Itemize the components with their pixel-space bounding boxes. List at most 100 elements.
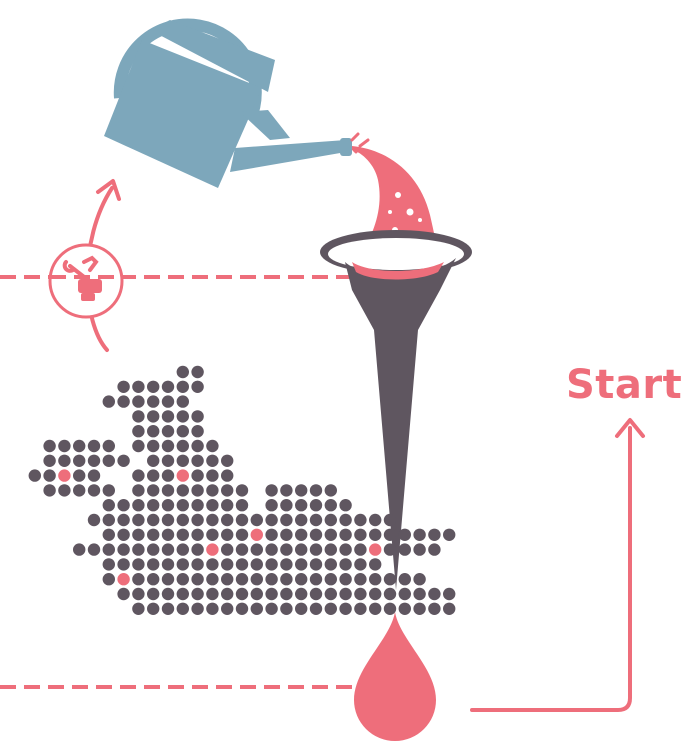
map-dot xyxy=(147,454,160,467)
map-dot xyxy=(221,602,234,615)
map-dot xyxy=(132,484,145,497)
map-dot xyxy=(324,499,337,512)
map-dot xyxy=(265,573,278,586)
water-splash xyxy=(350,132,370,154)
map-dot xyxy=(206,528,219,541)
map-dot xyxy=(295,499,308,512)
map-dot xyxy=(309,528,323,541)
map-dot xyxy=(309,573,323,586)
map-dot xyxy=(147,543,160,556)
map-dot xyxy=(369,528,382,541)
map-dot xyxy=(309,484,323,497)
map-dot xyxy=(147,528,160,541)
map-dot xyxy=(102,484,116,497)
map-dot xyxy=(132,587,145,601)
map-dot xyxy=(235,558,249,571)
start-arrow xyxy=(470,426,632,712)
map-dot xyxy=(132,602,145,615)
map-dot xyxy=(324,602,337,615)
map-dot xyxy=(176,365,189,379)
map-dot xyxy=(295,558,308,571)
map-dot xyxy=(383,602,397,615)
map-dot xyxy=(147,439,160,453)
map-dot xyxy=(354,513,367,527)
map-dot xyxy=(235,543,249,556)
map-dot xyxy=(176,543,189,556)
map-dot xyxy=(87,484,101,497)
map-dot xyxy=(161,425,175,438)
cycle-arrowhead xyxy=(96,179,121,201)
map-dot xyxy=(250,513,263,527)
map-dot xyxy=(383,543,397,556)
map-dot xyxy=(235,528,249,541)
map-dot xyxy=(102,454,116,467)
map-dot xyxy=(265,484,278,497)
map-dot xyxy=(132,558,145,571)
map-dot xyxy=(324,573,337,586)
map-dot xyxy=(398,602,411,615)
map-dot xyxy=(250,573,263,586)
map-dot xyxy=(147,558,160,571)
map-dot xyxy=(235,513,249,527)
map-dot xyxy=(176,602,189,615)
map-dot-highlight xyxy=(250,528,263,541)
map-dot xyxy=(206,513,219,527)
map-dot xyxy=(250,558,263,571)
map-dot xyxy=(147,484,160,497)
map-dot xyxy=(132,410,145,423)
map-dot xyxy=(176,587,189,601)
map-dot-highlight xyxy=(206,543,219,556)
map-dot xyxy=(147,395,160,408)
map-dot xyxy=(161,543,175,556)
map-dot xyxy=(265,499,278,512)
map-dot xyxy=(132,573,145,586)
map-dot xyxy=(428,543,441,556)
map-dot xyxy=(428,528,441,541)
map-dot xyxy=(132,499,145,512)
map-dot xyxy=(191,573,204,586)
map-dot xyxy=(43,484,56,497)
map-dot xyxy=(339,499,352,512)
map-dot xyxy=(102,499,116,512)
map-dot xyxy=(413,587,426,601)
map-dot xyxy=(132,513,145,527)
map-dot xyxy=(221,558,234,571)
map-dot xyxy=(398,543,411,556)
map-dot xyxy=(369,558,382,571)
map-dot xyxy=(235,573,249,586)
map-dot xyxy=(161,528,175,541)
map-dot xyxy=(265,513,278,527)
map-dot xyxy=(43,439,56,453)
map-dot xyxy=(235,484,249,497)
map-dot xyxy=(87,454,101,467)
map-dot xyxy=(354,558,367,571)
wrench-hand-icon xyxy=(48,243,124,319)
map-dot xyxy=(191,425,204,438)
map-dot xyxy=(295,573,308,586)
map-dot xyxy=(221,513,234,527)
map-dot xyxy=(191,558,204,571)
map-dot xyxy=(324,528,337,541)
map-dot xyxy=(147,380,160,393)
map-dot xyxy=(191,587,204,601)
map-dot xyxy=(280,499,293,512)
map-dot xyxy=(132,439,145,453)
map-dot-highlight xyxy=(369,543,382,556)
map-dot xyxy=(221,499,234,512)
map-dot xyxy=(132,425,145,438)
map-dot xyxy=(221,469,234,482)
map-dot xyxy=(176,439,189,453)
map-dot xyxy=(191,602,204,615)
map-dot xyxy=(28,469,41,482)
map-dot xyxy=(221,484,234,497)
map-dot xyxy=(161,380,175,393)
map-dot xyxy=(191,513,204,527)
drop-icon xyxy=(354,612,436,741)
map-dot xyxy=(383,573,397,586)
map-dot xyxy=(295,513,308,527)
map-dot xyxy=(147,425,160,438)
map-dot xyxy=(102,439,116,453)
map-dot xyxy=(339,543,352,556)
map-dot xyxy=(102,513,116,527)
map-dot xyxy=(102,573,116,586)
